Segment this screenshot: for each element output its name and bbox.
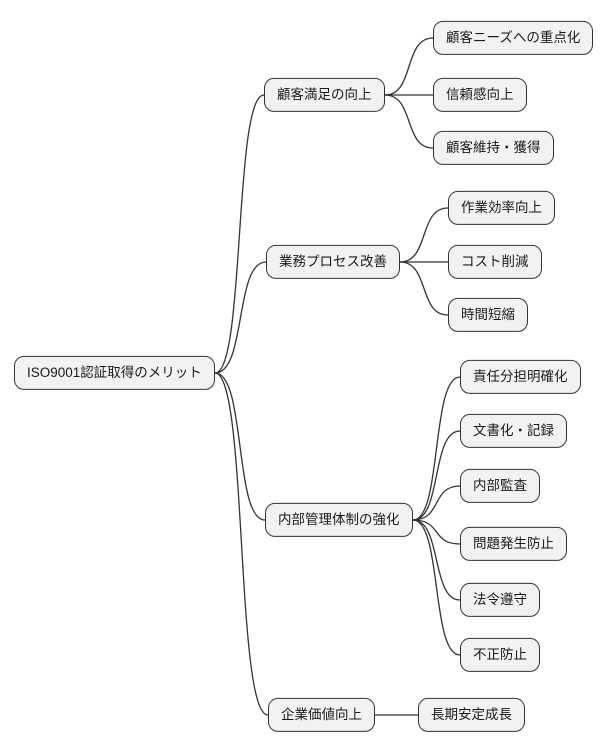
node-leaf-2-3: 時間短縮 — [448, 297, 528, 333]
node-leaf-3-3: 内部監査 — [460, 468, 540, 504]
node-leaf-2-2: コスト削減 — [448, 244, 542, 280]
edge-node-branch-3-to-node-leaf-3-2 — [412, 430, 461, 521]
edge-node-root-to-node-branch-3 — [214, 372, 266, 521]
edge-node-branch-3-to-node-leaf-3-6 — [412, 519, 461, 656]
node-leaf-2-1: 作業効率向上 — [448, 190, 555, 226]
edge-node-branch-3-to-node-leaf-3-5 — [412, 519, 461, 601]
edge-node-root-to-node-branch-2 — [214, 261, 267, 374]
node-leaf-4-1: 長期安定成長 — [418, 697, 525, 733]
edge-node-root-to-node-branch-4 — [214, 372, 269, 716]
edge-node-branch-3-to-node-leaf-3-3 — [412, 485, 461, 521]
edge-node-branch-1-to-node-leaf-1-3 — [384, 94, 434, 149]
node-leaf-3-1: 責任分担明確化 — [460, 359, 581, 395]
node-root: ISO9001認証取得のメリット — [14, 355, 215, 391]
node-leaf-3-4: 問題発生防止 — [460, 526, 567, 562]
edge-node-root-to-node-branch-1 — [214, 94, 265, 374]
edge-node-branch-2-to-node-leaf-2-1 — [399, 207, 449, 263]
edge-node-branch-3-to-node-leaf-3-4 — [412, 519, 461, 545]
node-leaf-1-1: 顧客ニーズへの重点化 — [433, 20, 594, 56]
node-leaf-1-3: 顧客維持・獲得 — [433, 130, 554, 166]
node-leaf-1-2: 信頼感向上 — [433, 77, 527, 113]
node-branch-3: 内部管理体制の強化 — [265, 502, 413, 538]
node-leaf-3-5: 法令遵守 — [460, 582, 540, 618]
edge-node-branch-2-to-node-leaf-2-3 — [399, 261, 449, 316]
node-branch-4: 企業価値向上 — [268, 697, 375, 733]
node-branch-1: 顧客満足の向上 — [264, 77, 385, 113]
node-leaf-3-6: 不正防止 — [460, 637, 540, 673]
edge-node-branch-1-to-node-leaf-1-1 — [384, 37, 434, 96]
edge-node-branch-3-to-node-leaf-3-1 — [412, 376, 461, 521]
node-branch-2: 業務プロセス改善 — [266, 244, 400, 280]
node-leaf-3-2: 文書化・記録 — [460, 413, 567, 449]
